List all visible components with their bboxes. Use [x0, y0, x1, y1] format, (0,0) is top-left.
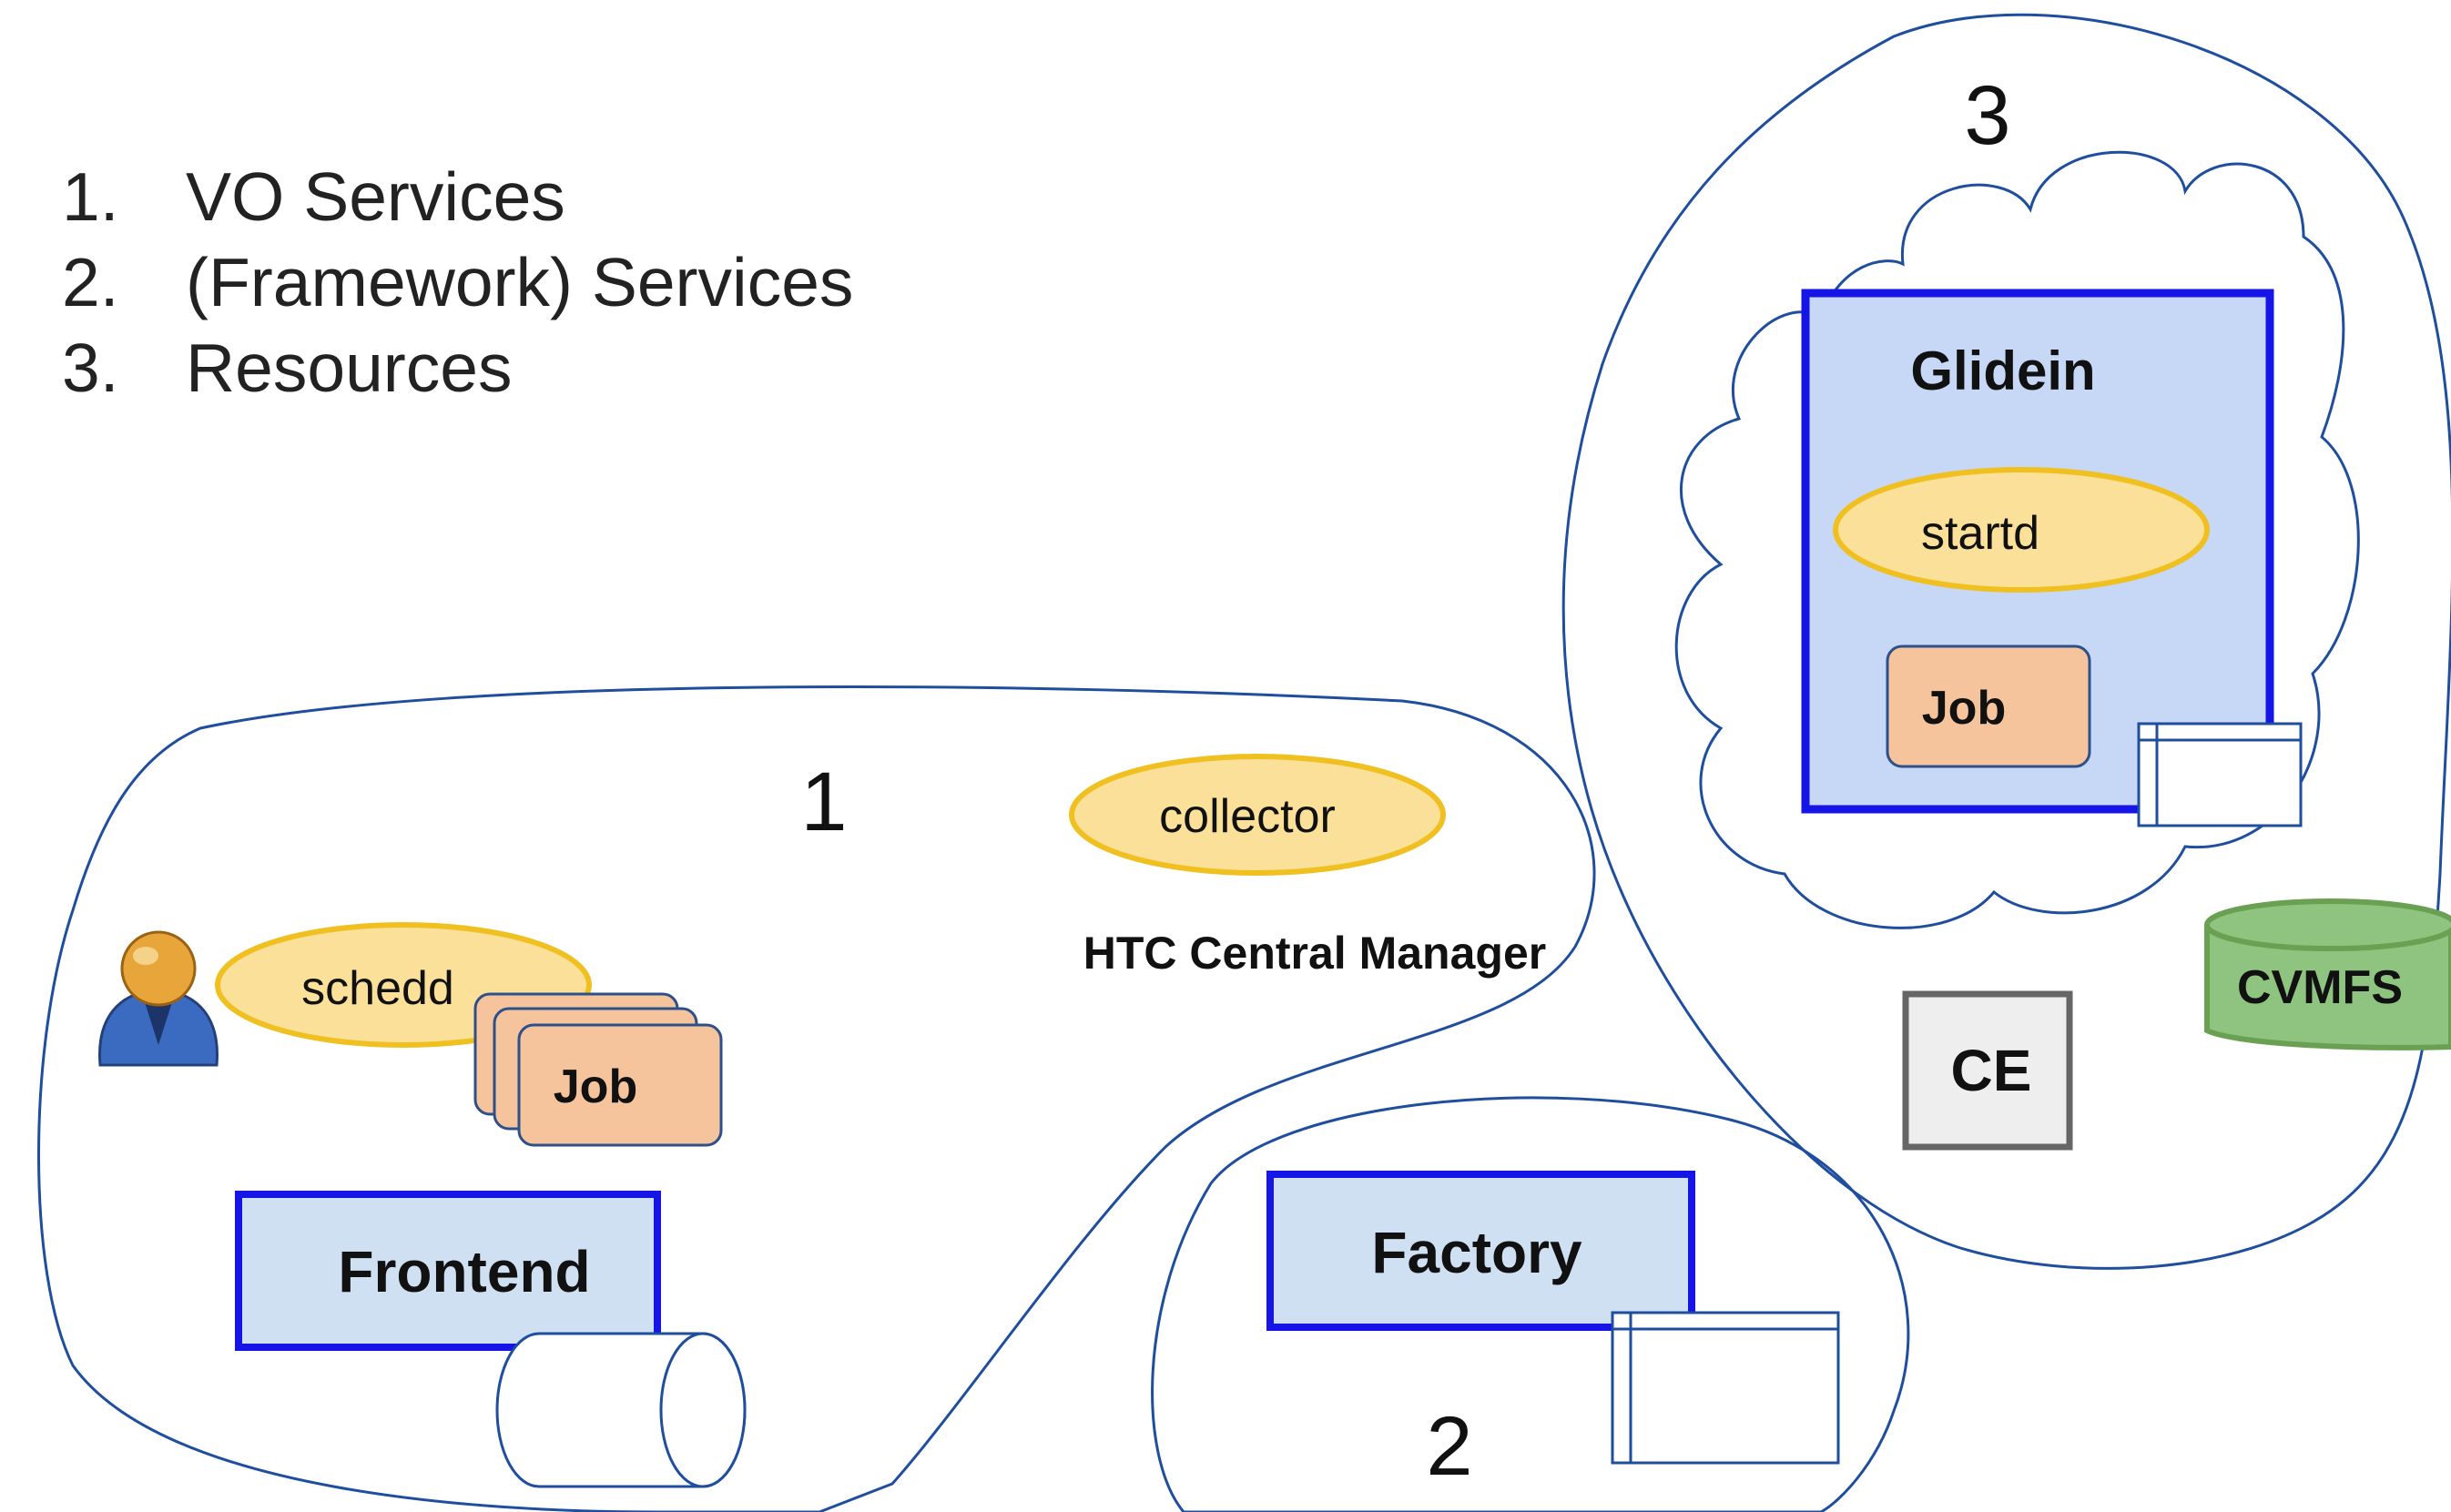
cvmfs-cylinder[interactable] [2204, 898, 2451, 1050]
glidein-job-box[interactable] [1886, 644, 2091, 768]
region-number-2: 2 [1426, 1400, 1472, 1493]
legend-num-1: 1. [62, 158, 119, 235]
legend-item-framework-services: (Framework) Services [186, 244, 853, 320]
frontend-box[interactable] [235, 1191, 661, 1351]
region-number-1: 1 [800, 756, 847, 848]
legend-item-vo-services: VO Services [186, 158, 565, 235]
factory-box[interactable] [1266, 1171, 1695, 1331]
ce-label: CE [1951, 1038, 2032, 1103]
region-number-3: 3 [1964, 69, 2010, 162]
legend-item-resources: Resources [186, 330, 512, 406]
legend-num-2: 2. [62, 244, 119, 320]
vo-services-region-outline [37, 685, 1596, 1512]
factory-window-icon [1611, 1311, 1840, 1465]
ce-box[interactable] [1902, 990, 2073, 1151]
frontend-label: Frontend [338, 1239, 590, 1304]
legend: 1. VO Services 2. (Framework) Services 3… [62, 158, 853, 406]
factory-label: Factory [1371, 1220, 1582, 1285]
central-manager-label: HTC Central Manager [1083, 928, 1546, 979]
legend-num-3: 3. [62, 330, 119, 406]
startd-label: startd [1921, 507, 2039, 560]
collector-daemon[interactable] [1069, 754, 1446, 876]
database-cylinder-icon [495, 1332, 747, 1488]
collector-label: collector [1159, 790, 1336, 843]
framework-services-region-outline [1151, 1096, 1910, 1512]
schedd-label: schedd [301, 962, 454, 1015]
startd-daemon[interactable] [1833, 467, 2210, 593]
job-box[interactable] [517, 1023, 723, 1147]
job-label: Job [554, 1060, 637, 1113]
glidein-window-icon [2137, 722, 2303, 827]
glidein-label: Glidein [1910, 340, 2095, 401]
resources-region-outline [1561, 13, 2451, 1270]
user-icon [98, 930, 219, 1067]
cvmfs-label: CVMFS [2237, 961, 2403, 1014]
glidein-job-label: Job [1922, 682, 2006, 735]
